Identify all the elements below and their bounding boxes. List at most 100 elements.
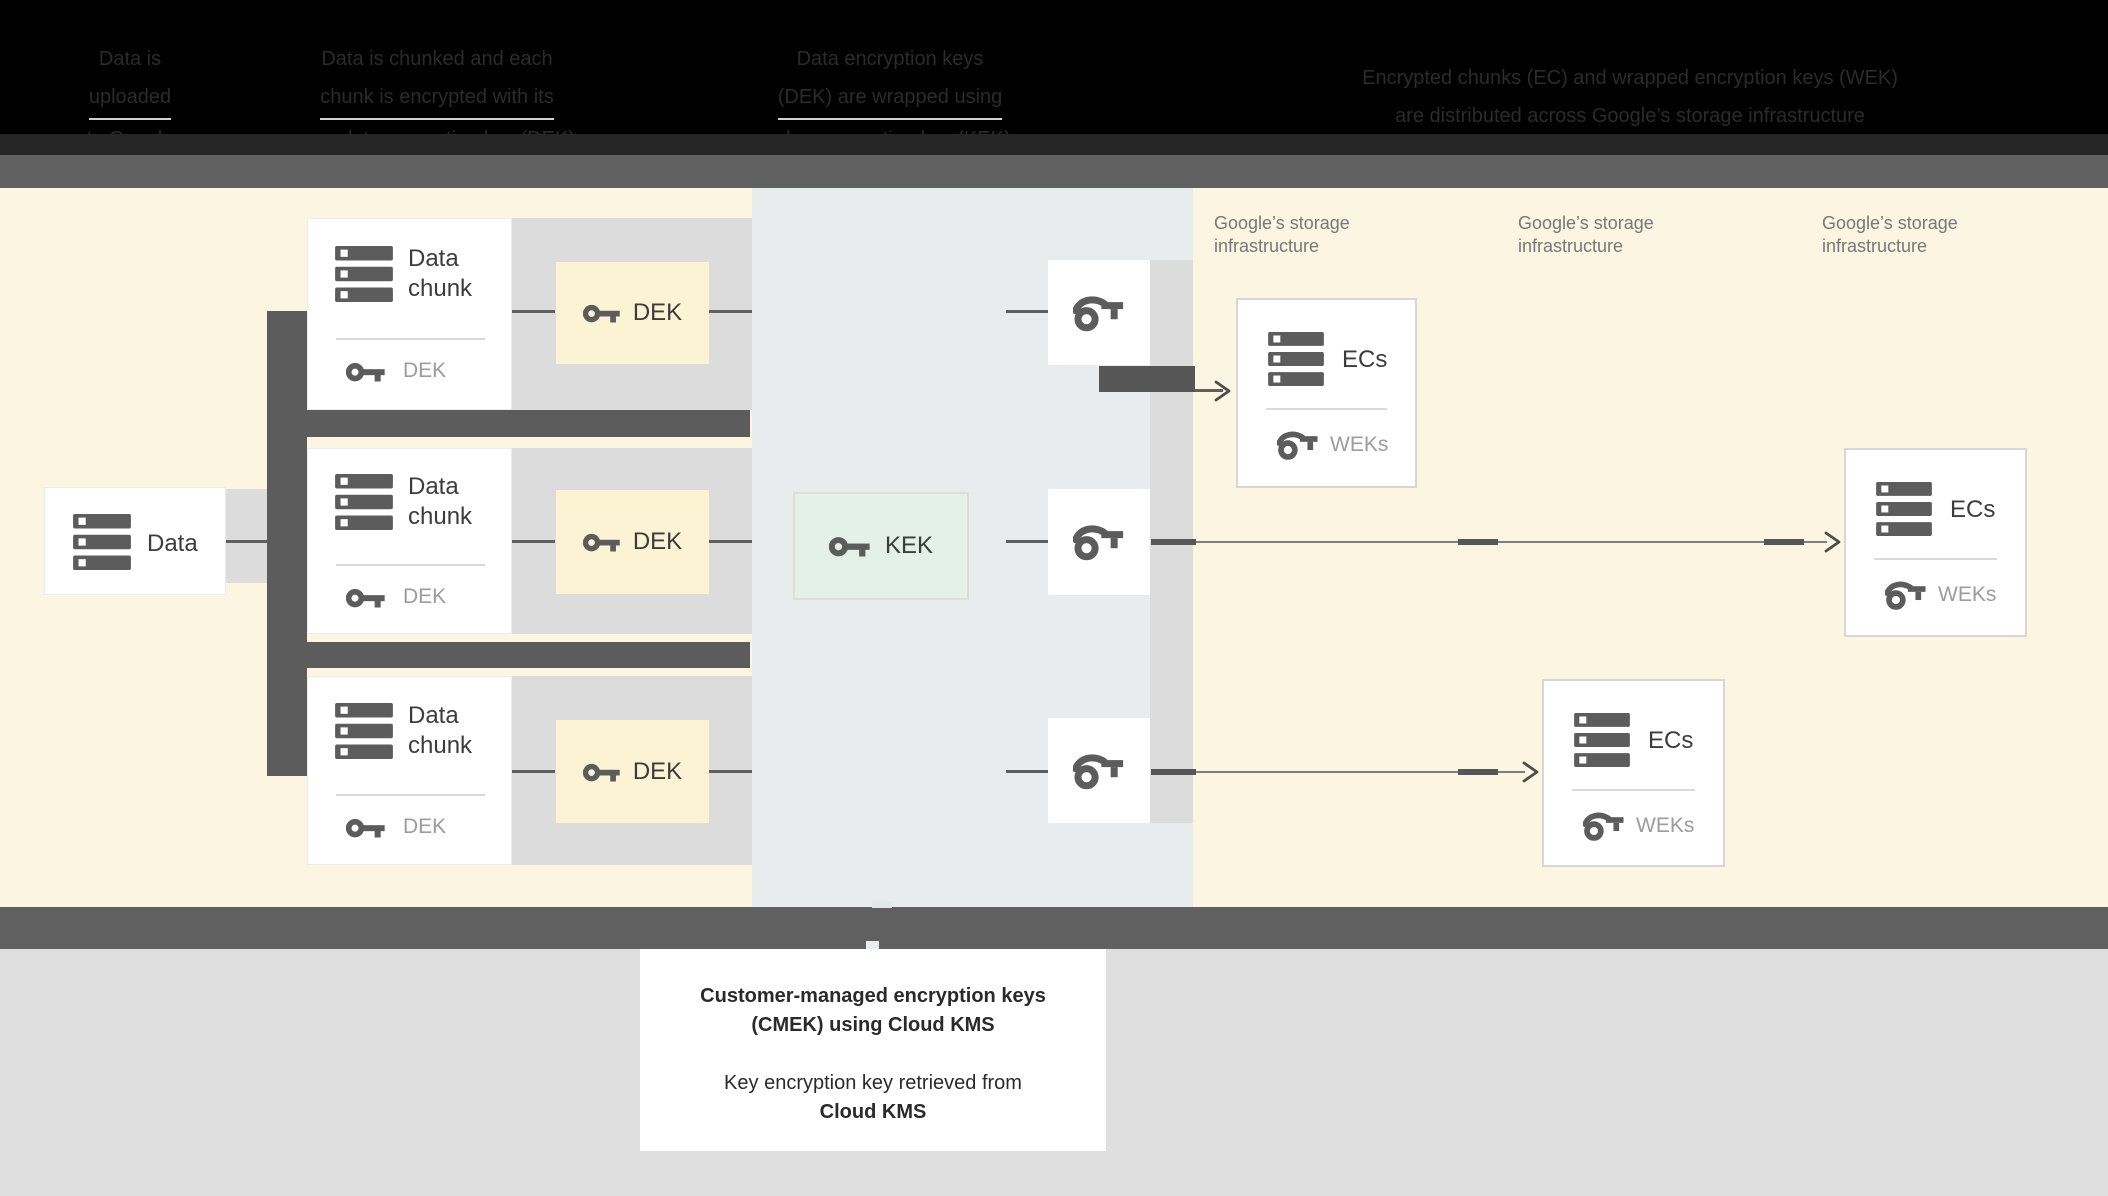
- storage-label-line: Google’s storage: [1822, 213, 1958, 233]
- header-step-text: (DEK) are wrapped using: [730, 78, 1050, 120]
- data-chunk-box-2: Data chunk DEK: [307, 448, 512, 634]
- bottom-gray-bar: [0, 907, 2108, 949]
- data-box: Data: [44, 487, 226, 595]
- storage-label-line: Google’s storage: [1518, 213, 1654, 233]
- server-icon: [335, 246, 393, 302]
- header-step-text: are distributed across Google’s storage …: [1210, 97, 2050, 139]
- storage-label-1: Google’s storage infrastructure: [1214, 212, 1444, 258]
- divider: [1266, 408, 1387, 410]
- wrapped-key-icon: [1073, 521, 1125, 563]
- header-step-text: Data is: [98, 48, 162, 70]
- wrapped-key-icon: [1073, 292, 1125, 334]
- connector-segment: [1151, 769, 1196, 775]
- dek-label: DEK: [632, 528, 683, 555]
- caption-title-line: (CMEK) using Cloud KMS: [751, 1014, 995, 1036]
- connector-segment: [1458, 769, 1498, 775]
- storage-label-3: Google’s storage infrastructure: [1822, 212, 2052, 258]
- connector-line: [1006, 770, 1048, 773]
- diagram-canvas: Data Data chunk DEK Data chunk DEK Data …: [0, 188, 2108, 907]
- key-icon: [583, 531, 621, 553]
- divider: [336, 564, 485, 566]
- header-step-text: chunk is encrypted with its: [277, 78, 597, 120]
- kek-box: KEK: [793, 492, 969, 600]
- wrapped-key-icon: [1277, 428, 1319, 462]
- connector-segment: [1764, 539, 1804, 545]
- ecs-box-2: ECs WEKs: [1844, 448, 2027, 637]
- server-icon: [1268, 332, 1324, 386]
- chunk-title: Data chunk: [408, 702, 473, 759]
- connector-line: [1006, 540, 1048, 543]
- server-icon: [1574, 713, 1630, 767]
- caption-spacer: [640, 1040, 1106, 1069]
- connector-line: [512, 540, 555, 543]
- ecs-title: ECs: [1342, 346, 1388, 373]
- connector-line: [1195, 389, 1223, 392]
- data-chunk-box-3: Data chunk DEK: [307, 676, 512, 865]
- panel-notch-top: [872, 901, 892, 908]
- server-icon: [1876, 482, 1932, 536]
- wek-connector-bar: [1099, 366, 1195, 392]
- connector-line: [226, 540, 267, 543]
- wrapped-key-icon: [1073, 750, 1125, 792]
- data-band: [218, 489, 267, 583]
- caption-title-line: Customer-managed encryption keys: [700, 985, 1046, 1007]
- ecs-box-1: ECs WEKs: [1236, 298, 1417, 488]
- connector-segment: [1458, 539, 1498, 545]
- dek-label: DEK: [632, 757, 683, 785]
- storage-label-line: infrastructure: [1822, 236, 1928, 256]
- key-icon: [346, 586, 386, 609]
- divider: [336, 338, 485, 340]
- wrapped-key-icon: [1885, 578, 1927, 612]
- dek-box-3: DEK: [556, 720, 709, 823]
- connector-line: [512, 770, 555, 773]
- ecs-weks-label: WEKs: [1938, 583, 1997, 606]
- data-chunk-box-1: Data chunk DEK: [307, 218, 512, 410]
- header-divider-strip: [0, 134, 2108, 155]
- header-step-text: uploaded: [30, 78, 230, 120]
- footer-band: Customer-managed encryption keys (CMEK) …: [0, 949, 2108, 1196]
- data-box-label: Data: [147, 530, 198, 557]
- chunk-dek-label: DEK: [403, 585, 447, 608]
- wrapped-key-box-1: [1048, 260, 1150, 365]
- split-trunk: [267, 311, 307, 776]
- dek-box-1: DEK: [556, 262, 709, 364]
- header-band: Data is uploaded to Google Data is chunk…: [0, 0, 2108, 162]
- divider: [1874, 558, 1997, 560]
- wrapped-key-box-3: [1048, 718, 1150, 823]
- connector-line: [1006, 310, 1048, 313]
- chunk-dek-label: DEK: [403, 815, 447, 838]
- kek-label: KEK: [884, 532, 934, 559]
- divider: [1572, 789, 1695, 791]
- caption-box: Customer-managed encryption keys (CMEK) …: [640, 949, 1106, 1151]
- panel-notch-bottom: [866, 941, 879, 949]
- connector-segment: [1151, 539, 1196, 545]
- key-icon: [829, 534, 871, 558]
- ecs-title: ECs: [1950, 496, 1996, 523]
- chunk-dek-label: DEK: [403, 359, 447, 382]
- ecs-box-3: ECs WEKs: [1542, 679, 1725, 867]
- storage-label-line: Google’s storage: [1214, 213, 1350, 233]
- wrapped-key-icon: [1583, 809, 1625, 843]
- top-gray-bar: [0, 155, 2108, 188]
- dek-box-2: DEK: [556, 490, 709, 594]
- storage-label-line: infrastructure: [1518, 236, 1624, 256]
- key-icon: [346, 816, 386, 839]
- server-icon: [73, 514, 131, 570]
- connector-line: [703, 540, 752, 543]
- ecs-title: ECs: [1648, 727, 1694, 754]
- key-icon: [583, 302, 621, 324]
- connector-line: [512, 310, 555, 313]
- dek-label: DEK: [632, 299, 683, 326]
- ecs-weks-label: WEKs: [1636, 814, 1695, 837]
- header-step-text: Data is chunked and each: [321, 48, 553, 70]
- storage-label-2: Google’s storage infrastructure: [1518, 212, 1748, 258]
- arrowhead-icon: [1823, 530, 1843, 554]
- connector-line: [703, 310, 752, 313]
- split-bar-2: [267, 642, 750, 668]
- caption-body-line: Cloud KMS: [819, 1101, 927, 1123]
- connector-line: [1151, 771, 1525, 773]
- ecs-weks-label: WEKs: [1330, 433, 1389, 456]
- caption-body-line: Key encryption key retrieved from: [724, 1072, 1022, 1094]
- header-step-4: Encrypted chunks (EC) and wrapped encryp…: [1210, 59, 2050, 139]
